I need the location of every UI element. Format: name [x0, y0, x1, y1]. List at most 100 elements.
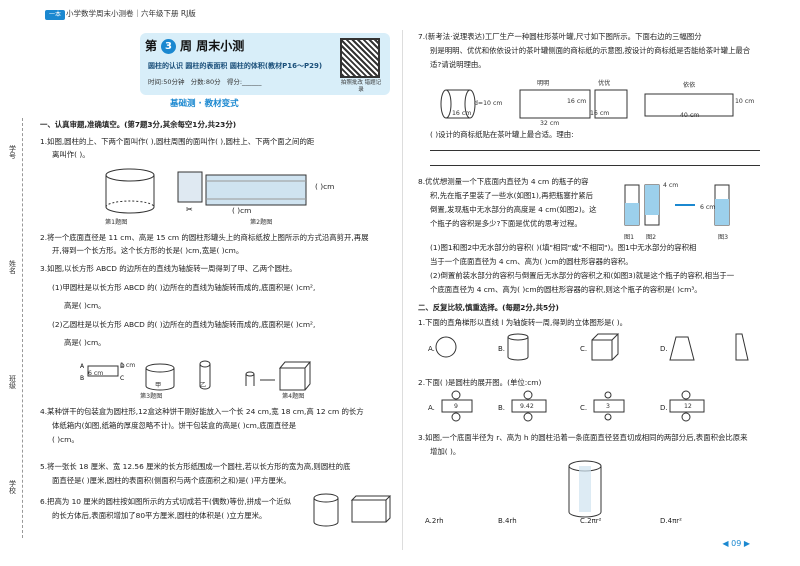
cut-line [22, 118, 23, 538]
svg-text:C: C [120, 375, 124, 382]
choice-q3-line1: 3.如图,一个底面半径为 r、高为 h 的圆柱沿着一条底面直径竖直切成相同的两部… [418, 433, 748, 442]
label-h10: 10 cm [735, 98, 755, 105]
choice-q2: 2.下面( )是圆柱的展开图。(单位:cm) [418, 378, 542, 387]
q6-line2: 的长方体后,表面积增加了80平方厘米,圆柱的体积是( )立方厘米。 [52, 511, 267, 520]
label-4cm: 4 cm [663, 182, 679, 189]
img2-caption: 图2 [646, 234, 657, 241]
topics: 圆柱的认识 圆柱的表面积 圆柱的体积(教材P16～P29) [148, 62, 323, 70]
q5-line2: 面直径是( )厘米,圆柱的表面积(侧面积与两个底面积之和)是( )平方厘米。 [52, 476, 291, 485]
q8-line1: 8.优优想测量一个下底面内直径为 4 cm 的瓶子的容 [418, 177, 589, 186]
svg-text:✂: ✂ [186, 205, 193, 214]
answer-line-1[interactable] [430, 150, 760, 151]
q3-part1: (1)甲圆柱是以长方形 ABCD 的( )边所在的直线为轴旋转而成的,底面积是(… [52, 283, 316, 292]
brand-tag: 一本 [45, 10, 66, 21]
svg-text:A: A [80, 363, 85, 370]
tea-can-figures [440, 89, 734, 119]
choice2-b[interactable]: B. [498, 404, 506, 412]
week-number: 3 [161, 38, 177, 54]
val-9: 9 [454, 403, 458, 410]
choice3-a[interactable]: A.2rh [425, 517, 444, 525]
q5-line1: 5.将一张长 18 厘米、宽 12.56 厘米的长方形纸围成一个圆柱,若以长方形… [40, 462, 351, 471]
choice-q3-line2: 增加( )。 [430, 447, 461, 456]
bottle-figures [624, 184, 730, 226]
fig3-caption: 第3题图 [140, 393, 163, 400]
q4-line1: 4.某种饼干的包装盒为圆柱形,12盒这种饼干刚好能放入一个长 24 cm,宽 1… [40, 407, 364, 416]
q3-part2: (2)乙圆柱是以长方形 ABCD 的( )边所在的直线为轴旋转而成的,底面积是(… [52, 320, 316, 329]
label-paper-figure-2: ✂ [177, 171, 307, 214]
img1-caption: 图1 [624, 234, 635, 241]
img3-caption: 图3 [718, 234, 729, 241]
label-w16: 16 cm [567, 98, 587, 105]
part1-heading: 一、认真审题,准确填空。(第7题3分,其余每空1分,共23分) [40, 120, 237, 129]
cylinder-figure-1 [105, 168, 155, 214]
q8-line2: 积,先在瓶子里装了一些水(如图1),再把瓶塞拧紧后 [430, 191, 593, 200]
column-divider [402, 30, 403, 550]
fig4-caption: 第4题图 [282, 393, 305, 400]
net-options [441, 390, 705, 422]
fig1-caption: 第1题图 [105, 219, 128, 226]
q4-line2: 体纸箱内(如图,纸箱的厚度忽略不计)。饼干包装盒的高是( )cm,底面直径是 [52, 421, 297, 430]
q1-line1: 1.如图,圆柱的上、下两个面叫作( ),圆柱周围的面叫作( ),圆柱上、下两个面… [40, 137, 315, 146]
section-title: 基础测 · 教材变式 [170, 99, 239, 109]
q7-line3: 适?请说明理由。 [430, 60, 486, 69]
choice2-a[interactable]: A. [428, 404, 435, 412]
svg-text:B: B [80, 375, 84, 382]
dim-6cm: 6 cm [88, 370, 104, 377]
field-class: 班级 [8, 375, 17, 389]
meta-line: 时间:50分钟 分数:80分 得分:______ [148, 78, 262, 87]
label-d10: d=10 cm [474, 100, 503, 107]
svg-text:D: D [120, 363, 125, 370]
field-school: 学校 [8, 480, 17, 494]
label-jia: 甲 [155, 382, 162, 389]
q7-answer[interactable]: ( )设计的商标纸贴在茶叶罐上最合适。理由: [430, 130, 574, 139]
val-3: 3 [606, 403, 610, 410]
fig2-caption: 第2题图 [250, 219, 273, 226]
cut-cylinder-figure [313, 493, 392, 527]
q2-line2: 开,得到一个长方形。这个长方形的长是( )cm,宽是( )cm。 [52, 246, 244, 255]
label-w16b: 16 cm [590, 110, 610, 117]
label-yi: 乙 [200, 382, 207, 389]
q8-line3: 倒置,发现瓶中无水部分的高度是 4 cm(如图2)。这 [430, 205, 597, 214]
choice2-c[interactable]: C. [580, 404, 588, 412]
choice3-d[interactable]: D.4πr² [660, 517, 682, 525]
qr-caption: 拍照批改 错题记录 [340, 80, 382, 93]
q2-width-blank[interactable]: ( )cm [315, 182, 335, 191]
choice2-d[interactable]: D. [660, 404, 668, 412]
choice3-b[interactable]: B.4rh [498, 517, 517, 525]
got: 得分:______ [226, 78, 262, 86]
q7-line1: 7.(新考法·说理表达)工厂生产一种圆柱形茶叶罐,尺寸如下图所示。下面右边的三幅… [418, 32, 702, 41]
choice1-b[interactable]: B. [498, 345, 506, 353]
choice1-c[interactable]: C. [580, 345, 588, 353]
page-number: ◀ 09 ▶ [722, 539, 750, 549]
series-title: 小学数学周末小测卷｜六年级下册 RJ版 [66, 9, 196, 18]
solid-options [435, 333, 749, 361]
choice1-d[interactable]: D. [660, 345, 668, 353]
answer-line-2[interactable] [430, 165, 760, 166]
cut-cylinder-3d [568, 460, 602, 518]
field-student-id: 学号 [8, 145, 17, 159]
q8-line4: 个瓶子的容积是多少?下面是优优的思考过程。 [430, 219, 582, 228]
q4-line3: ( )cm。 [52, 435, 79, 444]
week-suffix: 周 周末小测 [180, 39, 245, 53]
label-yiyi: 依依 [683, 82, 696, 89]
choice1-a[interactable]: A. [428, 345, 435, 353]
q3-line1: 3.如图,以长方形 ABCD 的边所在的直线为轴旋转一周得到了甲、乙两个圆柱。 [40, 264, 297, 273]
part2-heading: 二、反复比较,慎重选择。(每题2分,共5分) [418, 303, 559, 312]
choice3-c[interactable]: C.2πr² [580, 517, 602, 525]
rotation-figures: AB DC [80, 360, 312, 391]
time: 时间:50分钟 [148, 78, 185, 86]
q2-length-blank[interactable]: ( )cm [232, 206, 252, 215]
q8-part1a: (1)图1和图2中无水部分的容积( )(填"相同"或"不相同")。图1中无水部分… [430, 243, 697, 252]
week-prefix: 第 [145, 39, 158, 53]
q8-part2a: (2)倒置前装水部分的容积与倒置后无水部分的容积之和(如图3)就是这个瓶子的容积… [430, 271, 735, 280]
val-12: 12 [684, 403, 692, 410]
val-942: 9.42 [520, 403, 534, 410]
q2-line1: 2.将一个底面直径是 11 cm、高是 15 cm 的圆柱形罐头上的商标纸按上图… [40, 233, 369, 242]
score: 分数:80分 [190, 78, 221, 86]
qr-code-icon[interactable] [340, 38, 380, 78]
label-w32: 32 cm [540, 120, 560, 127]
q3-part2-height: 高是( )cm。 [64, 338, 106, 347]
dim-1cm: 1 cm [120, 362, 136, 369]
